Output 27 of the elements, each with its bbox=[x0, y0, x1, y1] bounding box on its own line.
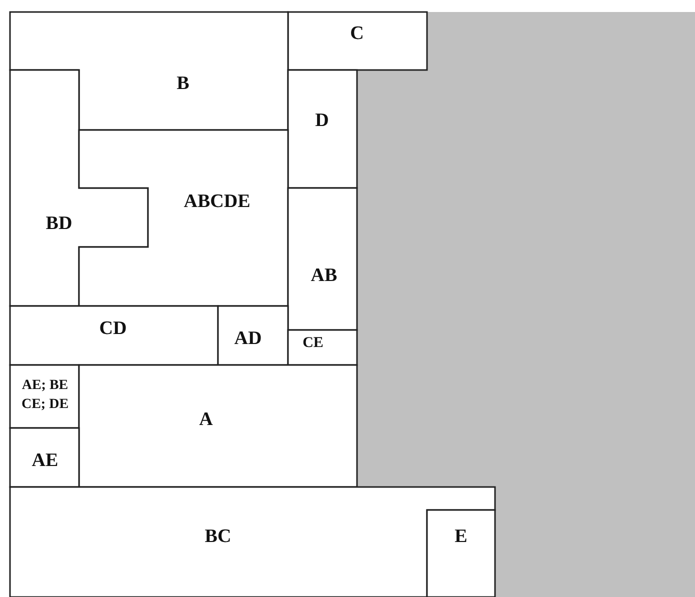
region-area bbox=[10, 428, 79, 487]
region-area bbox=[218, 306, 288, 365]
region-label: E bbox=[454, 525, 468, 550]
region-label: AE; BE CE; DE bbox=[20, 377, 70, 414]
region-area bbox=[10, 12, 288, 130]
region-area bbox=[10, 487, 495, 597]
region-label: B bbox=[176, 72, 190, 96]
region-area bbox=[288, 330, 357, 365]
region-label: ABCDE bbox=[184, 190, 250, 214]
region-label: BD bbox=[46, 212, 72, 236]
region-area bbox=[79, 365, 357, 487]
region-label: BC bbox=[204, 525, 232, 550]
region-area bbox=[10, 70, 148, 306]
region-area bbox=[427, 510, 495, 597]
region-label: A bbox=[199, 408, 213, 432]
region-label: CD bbox=[99, 317, 127, 342]
region-area bbox=[10, 365, 79, 428]
region-label: CE bbox=[302, 334, 324, 353]
region-label: AB bbox=[310, 264, 338, 288]
region-area bbox=[10, 306, 218, 365]
region-label: AD bbox=[234, 327, 262, 352]
region-label: C bbox=[350, 22, 364, 46]
region-label: D bbox=[315, 109, 329, 134]
region-label: AE bbox=[32, 449, 58, 474]
region-area bbox=[288, 188, 357, 330]
region-area bbox=[288, 12, 427, 70]
region-area bbox=[288, 70, 357, 188]
